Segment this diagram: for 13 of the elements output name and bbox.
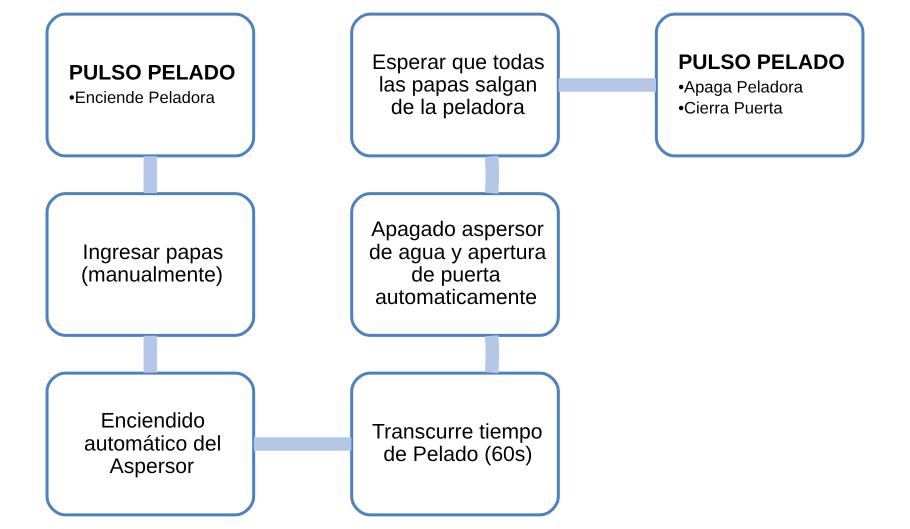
connector bbox=[484, 156, 500, 194]
node-box: Enciendido automático del Aspersor bbox=[46, 372, 256, 516]
node-box: PULSO PELADO •Apaga Peladora •Cierra Puerta bbox=[654, 12, 864, 158]
connector bbox=[484, 335, 500, 374]
node-box: PULSO PELADO •Enciende Peladora bbox=[46, 12, 256, 158]
connector bbox=[558, 78, 656, 92]
node-box: Transcurre tiempo de Pelado (60s) bbox=[350, 372, 560, 516]
node-box: Ingresar papas (manualmente) bbox=[46, 192, 256, 337]
node-box: Esperar que todas las papas salgan de la peladora bbox=[350, 12, 560, 158]
connector bbox=[144, 336, 158, 373]
connector bbox=[254, 437, 352, 451]
connector bbox=[144, 156, 158, 194]
node-box: Apagado aspersor de agua y apertura de puerta automaticamente bbox=[350, 192, 560, 337]
